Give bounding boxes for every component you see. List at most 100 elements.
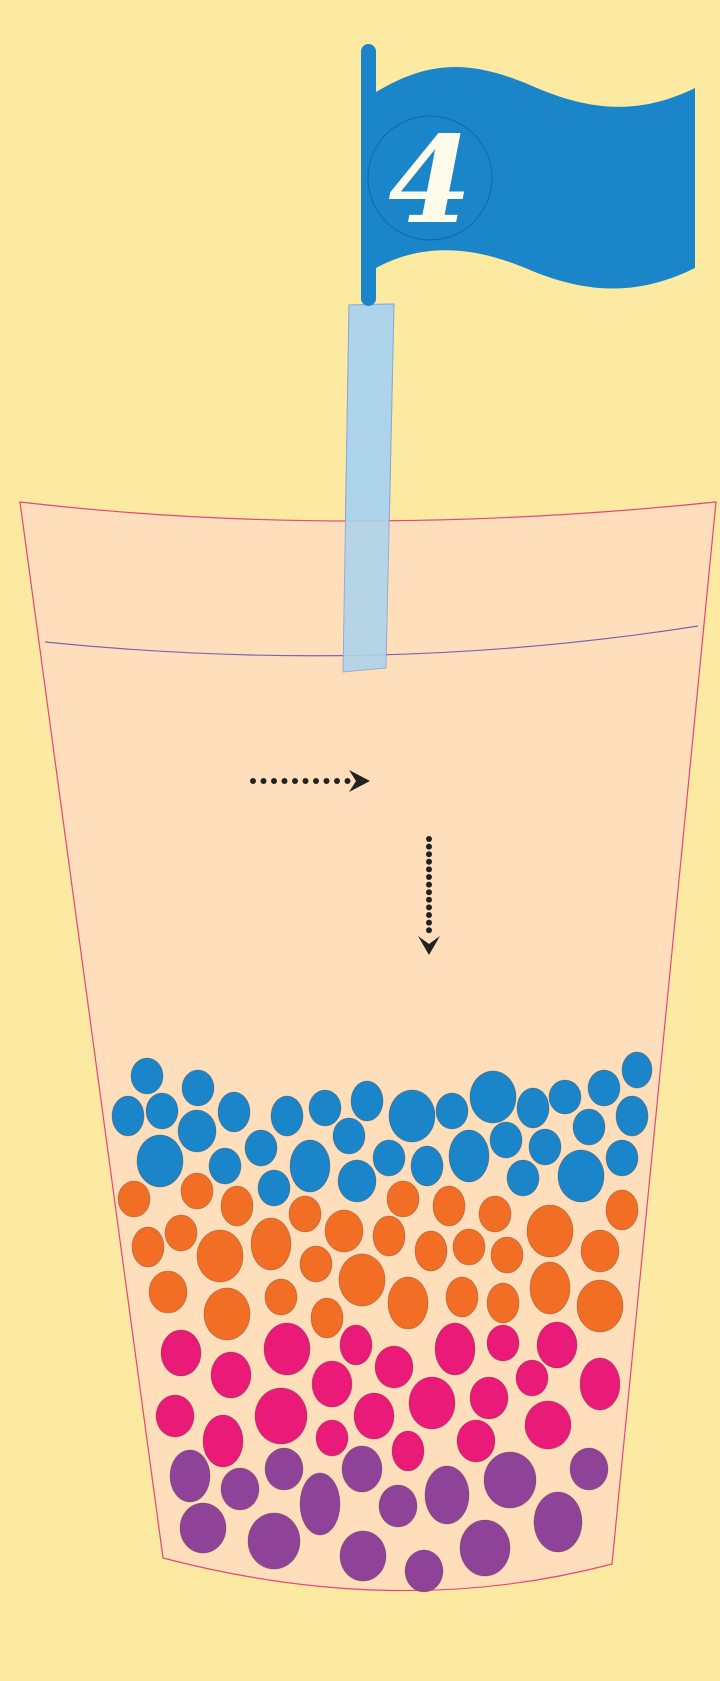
purple-bubble[interactable] <box>264 1447 304 1491</box>
pink-bubble[interactable] <box>434 1322 476 1376</box>
pink-bubble[interactable] <box>155 1394 195 1438</box>
orange-bubble[interactable] <box>445 1276 479 1318</box>
orange-bubble[interactable] <box>220 1185 254 1227</box>
blue-bubble[interactable] <box>350 1080 384 1122</box>
orange-bubble[interactable] <box>148 1270 188 1314</box>
orange-bubble[interactable] <box>529 1261 571 1315</box>
blue-bubble[interactable] <box>177 1109 217 1153</box>
orange-bubble[interactable] <box>338 1253 386 1307</box>
purple-bubble[interactable] <box>424 1465 470 1525</box>
orange-bubble[interactable] <box>310 1297 344 1339</box>
purple-bubble[interactable] <box>341 1445 383 1493</box>
blue-bubble[interactable] <box>289 1139 331 1193</box>
blue-bubble[interactable] <box>332 1117 366 1155</box>
orange-bubble[interactable] <box>605 1189 639 1231</box>
orange-bubble[interactable] <box>250 1217 292 1271</box>
blue-bubble[interactable] <box>605 1139 639 1177</box>
blue-bubble[interactable] <box>388 1089 436 1143</box>
orange-bubble[interactable] <box>299 1245 333 1283</box>
purple-bubble[interactable] <box>299 1472 341 1536</box>
purple-bubble[interactable] <box>404 1549 444 1593</box>
blue-bubble[interactable] <box>621 1051 653 1089</box>
orange-bubble[interactable] <box>264 1278 298 1316</box>
orange-bubble[interactable] <box>196 1229 244 1283</box>
blue-bubble[interactable] <box>410 1145 444 1187</box>
orange-bubble[interactable] <box>526 1204 574 1258</box>
pink-bubble[interactable] <box>315 1419 349 1457</box>
pink-bubble[interactable] <box>311 1360 353 1408</box>
blue-bubble[interactable] <box>136 1134 184 1188</box>
purple-bubble[interactable] <box>179 1502 227 1554</box>
blue-bubble[interactable] <box>516 1087 550 1129</box>
pink-bubble[interactable] <box>515 1359 549 1397</box>
orange-bubble[interactable] <box>117 1180 151 1218</box>
blue-bubble[interactable] <box>111 1095 145 1137</box>
blue-bubble[interactable] <box>308 1089 342 1127</box>
orange-bubble[interactable] <box>452 1228 486 1266</box>
blue-bubble[interactable] <box>448 1129 490 1183</box>
blue-bubble[interactable] <box>208 1147 242 1185</box>
pink-bubble[interactable] <box>524 1400 572 1450</box>
pink-bubble[interactable] <box>353 1392 395 1440</box>
blue-bubble[interactable] <box>469 1070 517 1124</box>
pink-bubble[interactable] <box>536 1321 578 1369</box>
purple-bubble[interactable] <box>459 1519 511 1577</box>
pink-bubble[interactable] <box>579 1357 621 1411</box>
blue-bubble[interactable] <box>506 1159 540 1197</box>
pink-bubble[interactable] <box>263 1322 311 1376</box>
orange-bubble[interactable] <box>387 1276 429 1330</box>
blue-bubble[interactable] <box>435 1092 469 1130</box>
orange-bubble[interactable] <box>288 1195 322 1233</box>
orange-bubble[interactable] <box>486 1282 520 1324</box>
blue-bubble[interactable] <box>489 1121 523 1159</box>
blue-bubble[interactable] <box>615 1095 649 1137</box>
pink-bubble[interactable] <box>456 1419 496 1463</box>
purple-bubble[interactable] <box>169 1449 211 1503</box>
blue-bubble[interactable] <box>244 1129 278 1167</box>
blue-bubble[interactable] <box>270 1095 304 1137</box>
pink-bubble[interactable] <box>202 1414 244 1468</box>
orange-bubble[interactable] <box>490 1236 524 1274</box>
blue-bubble[interactable] <box>257 1169 291 1207</box>
pink-bubble[interactable] <box>374 1345 414 1389</box>
orange-bubble[interactable] <box>372 1215 406 1257</box>
orange-bubble[interactable] <box>386 1180 420 1218</box>
orange-bubble[interactable] <box>324 1209 364 1253</box>
orange-bubble[interactable] <box>432 1185 466 1227</box>
pink-bubble[interactable] <box>391 1430 425 1472</box>
blue-bubble[interactable] <box>528 1128 562 1166</box>
orange-bubble[interactable] <box>180 1172 214 1210</box>
blue-bubble[interactable] <box>217 1091 251 1133</box>
purple-bubble[interactable] <box>533 1491 583 1553</box>
purple-bubble[interactable] <box>378 1484 418 1528</box>
blue-bubble[interactable] <box>130 1057 164 1095</box>
purple-bubble[interactable] <box>220 1467 260 1511</box>
blue-bubble[interactable] <box>181 1069 215 1107</box>
orange-bubble[interactable] <box>414 1230 448 1272</box>
blue-bubble[interactable] <box>587 1069 621 1107</box>
orange-bubble[interactable] <box>580 1229 620 1273</box>
orange-bubble[interactable] <box>203 1287 251 1341</box>
orange-bubble[interactable] <box>164 1214 198 1252</box>
pink-bubble[interactable] <box>486 1324 520 1362</box>
blue-bubble[interactable] <box>372 1139 406 1177</box>
pink-bubble[interactable] <box>210 1351 252 1399</box>
pink-bubble[interactable] <box>339 1324 373 1366</box>
purple-bubble[interactable] <box>339 1530 387 1582</box>
blue-bubble[interactable] <box>572 1108 606 1146</box>
pink-bubble[interactable] <box>254 1387 308 1445</box>
blue-bubble[interactable] <box>145 1092 179 1130</box>
pink-bubble[interactable] <box>469 1376 509 1420</box>
pink-bubble[interactable] <box>408 1376 456 1430</box>
blue-bubble[interactable] <box>337 1159 377 1203</box>
orange-bubble[interactable] <box>576 1279 624 1333</box>
purple-bubble[interactable] <box>483 1451 537 1509</box>
purple-bubble[interactable] <box>569 1447 609 1491</box>
purple-bubble[interactable] <box>247 1512 301 1570</box>
orange-bubble[interactable] <box>131 1226 165 1268</box>
blue-bubble[interactable] <box>548 1079 582 1115</box>
level-badge <box>367 115 493 241</box>
orange-bubble[interactable] <box>478 1195 512 1233</box>
blue-bubble[interactable] <box>557 1149 605 1203</box>
pink-bubble[interactable] <box>160 1329 202 1377</box>
